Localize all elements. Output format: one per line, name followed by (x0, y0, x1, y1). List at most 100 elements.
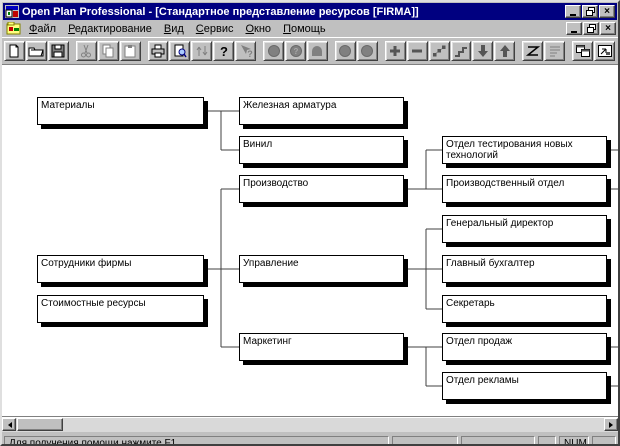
menu-window[interactable]: Окно (245, 22, 272, 35)
status-bar: Для получения помощи нажмите F1 NUM (2, 432, 618, 444)
tree-node-marketing[interactable]: Маркетинг (239, 333, 404, 361)
tree-node-vinil[interactable]: Винил (239, 136, 404, 164)
collapse-minus-icon (412, 49, 423, 53)
tree-node-otdel-prodazh[interactable]: Отдел продаж (442, 333, 607, 361)
tree-node-otdel-testirovaniya[interactable]: Отдел тестирования новых технологий (442, 136, 607, 164)
link-nodes-button[interactable] (428, 41, 450, 61)
circle-tool-icon (267, 45, 280, 57)
node-label: Сотрудники фирмы (41, 258, 132, 269)
document-window-icon[interactable] (6, 22, 21, 35)
notes-button[interactable] (544, 41, 566, 61)
copy-button[interactable] (97, 41, 119, 61)
tree-node-proizvodstvennyj-otdel[interactable]: Производственный отдел (442, 175, 607, 203)
svg-text:?: ? (247, 49, 253, 58)
tree-node-sekretar[interactable]: Секретарь (442, 295, 607, 323)
save-button[interactable] (47, 41, 69, 61)
restore-icon (585, 7, 595, 16)
cut-button[interactable] (75, 41, 97, 61)
circle-tool-2-button[interactable] (334, 41, 356, 61)
minimize-button[interactable] (565, 5, 581, 18)
collapse-minus-button[interactable] (406, 41, 428, 61)
tree-node-zheleznaya-armatura[interactable]: Железная арматура (239, 97, 404, 125)
node-label: Отдел продаж (446, 336, 513, 347)
tree-node-generalnyj-direktor[interactable]: Генеральный директор (442, 215, 607, 243)
close-button[interactable]: × (599, 5, 615, 18)
paste-button[interactable] (119, 41, 141, 61)
print-button[interactable] (147, 41, 169, 61)
node-label: Железная арматура (243, 100, 337, 111)
mdi-close-button[interactable]: × (600, 22, 616, 35)
status-message: Для получения помощи нажмите F1 (4, 436, 389, 444)
new-document-icon (9, 44, 19, 58)
status-panel-2 (392, 436, 458, 444)
scroll-left-button[interactable] (2, 418, 16, 431)
print-preview-button[interactable] (169, 41, 191, 61)
arrow-down-button[interactable] (472, 41, 494, 61)
node-label: Маркетинг (243, 336, 292, 347)
sort-arrows-icon (196, 46, 208, 56)
tree-node-otdel-reklamy[interactable]: Отдел рекламы (442, 372, 607, 400)
close-icon: × (605, 22, 611, 34)
node-label: Генеральный директор (446, 218, 554, 229)
context-help-icon: ? (240, 45, 253, 58)
tree-node-materialy[interactable]: Материалы (37, 97, 204, 125)
print-icon (151, 44, 165, 58)
open-folder-button[interactable] (25, 41, 47, 61)
menu-help[interactable]: Помощь (283, 22, 326, 35)
menu-file[interactable]: Файл (29, 22, 57, 35)
tree-node-stoimostnye-resursy[interactable]: Стоимостные ресурсы (37, 295, 204, 323)
scrollbar-thumb[interactable] (17, 418, 63, 431)
tree-node-glavnyj-buhgalter[interactable]: Главный бухгалтер (442, 255, 607, 283)
node-label: Производство (243, 178, 309, 189)
window-fit-button[interactable] (594, 41, 615, 61)
print-preview-icon (174, 44, 187, 58)
open-folder-icon (28, 47, 45, 57)
toolbar: ? ? ? (2, 37, 618, 65)
tree-node-upravlenie[interactable]: Управление (239, 255, 404, 283)
arrow-up-button[interactable] (494, 41, 516, 61)
copy-icon (102, 44, 114, 58)
help-icon: ? (220, 44, 228, 58)
scrollbar-track[interactable] (16, 418, 604, 432)
arrow-left-icon (5, 421, 12, 428)
steps-button[interactable] (450, 41, 472, 61)
scroll-right-button[interactable] (604, 418, 618, 431)
circle-tool-button[interactable] (263, 41, 285, 61)
tree-node-sotrudniki-firmy[interactable]: Сотрудники фирмы (37, 255, 204, 283)
new-document-button[interactable] (4, 41, 25, 61)
svg-text:?: ? (293, 47, 298, 56)
node-label: Производственный отдел (446, 178, 565, 189)
context-help-button[interactable]: ? (235, 41, 257, 61)
node-label: Главный бухгалтер (446, 258, 535, 269)
minimize-icon (570, 13, 576, 16)
circle-tool-3-button[interactable] (356, 41, 378, 61)
node-label: Стоимостные ресурсы (41, 298, 146, 309)
node-label: Материалы (41, 100, 95, 111)
cut-icon (81, 44, 92, 58)
menu-edit[interactable]: Редактирование (68, 22, 152, 35)
circle-question-button[interactable]: ? (285, 41, 306, 61)
status-panel-4 (538, 436, 556, 444)
dome-tool-icon (312, 46, 323, 56)
circle-tool-2-icon (339, 45, 352, 57)
dome-tool-button[interactable] (306, 41, 328, 61)
expand-plus-button[interactable] (384, 41, 406, 61)
expand-plus-icon (390, 46, 401, 56)
menu-tools[interactable]: Сервис (195, 22, 234, 35)
mdi-minimize-button[interactable] (566, 22, 582, 35)
node-label: Отдел рекламы (446, 375, 519, 386)
restore-button[interactable] (582, 5, 598, 18)
menu-view[interactable]: Вид (163, 22, 184, 35)
tree-node-proizvodstvo[interactable]: Производство (239, 175, 404, 203)
zigzag-icon (525, 46, 540, 56)
horizontal-scrollbar[interactable] (2, 417, 618, 432)
sort-arrows-button[interactable] (191, 41, 213, 61)
mdi-restore-button[interactable] (583, 22, 599, 35)
status-panel-3 (461, 436, 535, 444)
notes-icon (549, 46, 560, 57)
help-button[interactable]: ? (213, 41, 235, 61)
zigzag-button[interactable] (522, 41, 544, 61)
window-cascade-button[interactable] (572, 41, 594, 61)
arrow-up-icon (499, 45, 510, 57)
paste-icon (124, 45, 136, 58)
